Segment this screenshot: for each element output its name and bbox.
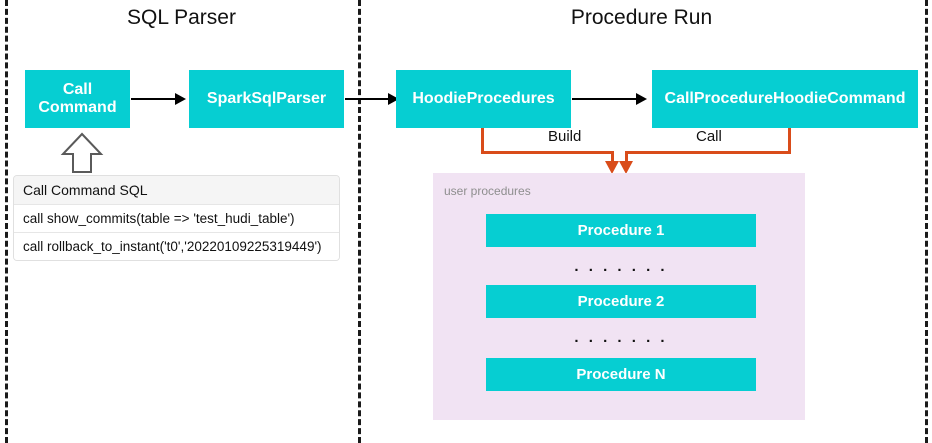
build-connector-horizontal <box>481 151 614 154</box>
arrow-call-to-parser-head <box>175 93 186 105</box>
arrow-call-to-parser-line <box>131 98 179 100</box>
node-call-command[interactable]: Call Command <box>25 70 130 128</box>
call-connector-horizontal <box>625 151 791 154</box>
arrow-parser-to-procedures-head <box>388 93 399 105</box>
connector-label-call: Call <box>693 128 725 145</box>
arrow-procedures-to-command-line <box>572 98 640 100</box>
node-hoodie-procedures[interactable]: HoodieProcedures <box>396 70 571 128</box>
hollow-up-arrow-icon <box>60 132 104 173</box>
node-call-procedure-hoodie-command[interactable]: CallProcedureHoodieCommand <box>652 70 918 128</box>
arrow-parser-to-procedures-line <box>345 98 393 100</box>
divider-middle <box>358 0 361 443</box>
call-connector-arrowhead <box>619 161 633 174</box>
procedure-item-1[interactable]: Procedure 1 <box>486 214 756 247</box>
arrow-procedures-to-command-head <box>636 93 647 105</box>
build-connector-vertical-left <box>481 128 484 154</box>
call-connector-vertical-down <box>625 151 628 163</box>
procedures-separator-2: . . . . . . . <box>574 329 668 346</box>
sql-table-row: call rollback_to_instant('t0','202201092… <box>14 233 339 260</box>
procedure-item-2[interactable]: Procedure 2 <box>486 285 756 318</box>
call-command-sql-table: Call Command SQL call show_commits(table… <box>13 175 340 261</box>
build-connector-arrowhead <box>605 161 619 174</box>
divider-right <box>925 0 928 443</box>
sql-table-row: call show_commits(table => 'test_hudi_ta… <box>14 205 339 233</box>
procedures-separator-1: . . . . . . . <box>574 258 668 275</box>
section-title-procedure-run: Procedure Run <box>570 6 713 29</box>
build-connector-vertical-down <box>611 151 614 163</box>
sql-table-header: Call Command SQL <box>14 176 339 205</box>
divider-left <box>5 0 8 443</box>
section-title-sql-parser: SQL Parser <box>127 6 236 29</box>
node-spark-sql-parser[interactable]: SparkSqlParser <box>189 70 344 128</box>
connector-label-build: Build <box>545 128 585 145</box>
user-procedures-label: user procedures <box>444 184 531 198</box>
call-connector-vertical-right <box>788 128 791 154</box>
procedure-item-n[interactable]: Procedure N <box>486 358 756 391</box>
